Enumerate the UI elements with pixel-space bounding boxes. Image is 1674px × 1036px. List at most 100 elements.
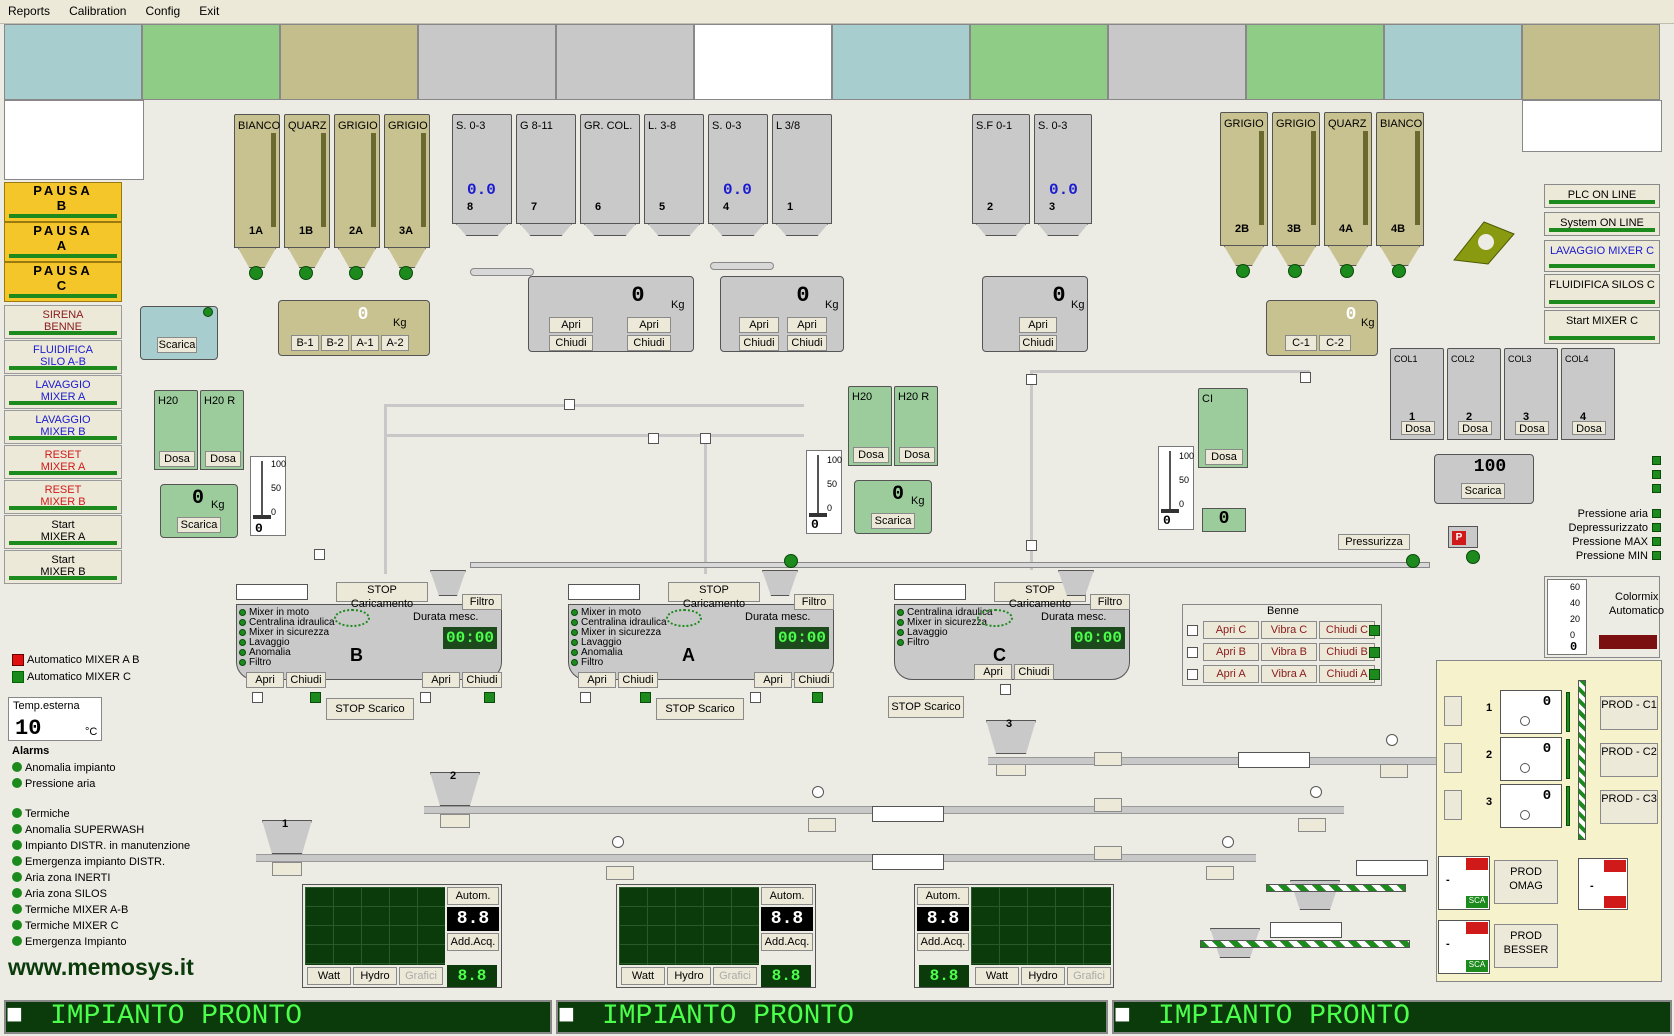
pressurizza-button[interactable]: Pressurizza xyxy=(1338,534,1410,550)
stop-scarico-button[interactable]: STOP Scarico xyxy=(888,696,964,718)
stop-scarico-button[interactable]: STOP Scarico xyxy=(656,698,744,720)
apri-button[interactable]: Apri xyxy=(739,317,779,333)
transfer-up-button[interactable] xyxy=(606,866,634,880)
graph-autom-button[interactable]: Autom. xyxy=(447,887,499,905)
transfer-up-button[interactable] xyxy=(1094,846,1122,860)
graph-addacq-button[interactable]: Add.Acq. xyxy=(447,933,499,951)
dosa-button[interactable]: Dosa xyxy=(205,451,241,467)
dosa-button[interactable]: Dosa xyxy=(1458,421,1492,435)
mixer-recipe-field[interactable] xyxy=(568,584,640,600)
scarica-button[interactable]: Scarica xyxy=(1461,483,1505,499)
menu-exit[interactable]: Exit xyxy=(199,4,220,18)
prod-besser-button[interactable]: PROD BESSER xyxy=(1494,924,1558,968)
weigh-a1-button[interactable]: A-1 xyxy=(351,335,379,351)
benne-chiudi-b-button[interactable]: Chiudi B xyxy=(1319,643,1375,661)
graph-hydro-button[interactable]: Hydro xyxy=(667,967,711,985)
chiudi-button[interactable]: Chiudi xyxy=(286,672,326,688)
stop-caricamento-button[interactable]: STOP Caricamento xyxy=(668,582,760,610)
water-level-slider-mid[interactable]: 100 50 0 0 xyxy=(806,450,842,534)
distribution-field[interactable] xyxy=(1238,752,1310,768)
chiudi-button[interactable]: Chiudi xyxy=(549,335,593,351)
scarica-left-button[interactable]: Scarica xyxy=(157,337,197,353)
distribution-field[interactable] xyxy=(872,806,944,822)
graph-grafici-button[interactable]: Grafici xyxy=(399,967,443,985)
dosa-button[interactable]: Dosa xyxy=(1205,449,1243,465)
transfer-up-button[interactable] xyxy=(1298,818,1326,832)
filtro-button[interactable]: Filtro xyxy=(462,594,502,610)
transfer-up-button[interactable] xyxy=(1094,752,1122,766)
chiudi-button[interactable]: Chiudi xyxy=(1014,664,1054,680)
benne-apri-c-button[interactable]: Apri C xyxy=(1203,621,1259,639)
chiudi-button[interactable]: Chiudi xyxy=(462,672,502,688)
graph-grafici-button[interactable]: Grafici xyxy=(1067,967,1111,985)
chiudi-button[interactable]: Chiudi xyxy=(627,335,671,351)
stop-caricamento-button[interactable]: STOP Caricamento xyxy=(336,582,428,610)
slider-thumb[interactable] xyxy=(809,513,827,517)
prod-c2-button[interactable]: PROD - C2 xyxy=(1600,743,1658,777)
status-4[interactable]: Start MIXER C xyxy=(1544,310,1660,344)
filtro-button[interactable]: Filtro xyxy=(1090,594,1130,610)
dosa-button[interactable]: Dosa xyxy=(1572,421,1606,435)
apri-button[interactable]: Apri xyxy=(974,664,1012,680)
prod-row-arrow-button[interactable] xyxy=(1444,743,1462,773)
mixer-recipe-field[interactable] xyxy=(236,584,308,600)
apri-button[interactable]: Apri xyxy=(578,672,616,688)
benne-chiudi-a-button[interactable]: Chiudi A xyxy=(1319,665,1375,683)
water-level-slider-left[interactable]: 100 50 0 0 xyxy=(250,456,286,536)
menu-calibration[interactable]: Calibration xyxy=(69,4,127,18)
slider-thumb[interactable] xyxy=(253,515,271,519)
transfer-up-button[interactable] xyxy=(1380,764,1408,778)
graph-autom-button[interactable]: Autom. xyxy=(917,887,969,905)
filtro-button[interactable]: Filtro xyxy=(794,594,834,610)
benne-checkbox[interactable] xyxy=(1187,625,1198,636)
ci-level-slider[interactable]: 100 50 0 0 xyxy=(1158,446,1194,530)
apri-button[interactable]: Apri xyxy=(787,317,827,333)
weigh-c1-button[interactable]: C-1 xyxy=(1285,335,1317,351)
graph-hydro-button[interactable]: Hydro xyxy=(1021,967,1065,985)
status-2[interactable]: LAVAGGIO MIXER C xyxy=(1544,240,1660,272)
apri-button[interactable]: Apri xyxy=(549,317,593,333)
benne-apri-a-button[interactable]: Apri A xyxy=(1203,665,1259,683)
apri-button[interactable]: Apri xyxy=(422,672,460,688)
dosa-button[interactable]: Dosa xyxy=(899,447,935,463)
chiudi-button[interactable]: Chiudi xyxy=(618,672,658,688)
dosa-button[interactable]: Dosa xyxy=(1401,421,1435,435)
benne-checkbox[interactable] xyxy=(1187,669,1198,680)
apri-button[interactable]: Apri xyxy=(1019,317,1057,333)
transfer-up-button[interactable] xyxy=(1094,798,1122,812)
menu-reports[interactable]: Reports xyxy=(8,4,51,18)
apri-button[interactable]: Apri xyxy=(246,672,284,688)
skip-up-button[interactable] xyxy=(272,862,302,876)
dosa-button[interactable]: Dosa xyxy=(1515,421,1549,435)
distribution-field[interactable] xyxy=(872,854,944,870)
weigh-c2-button[interactable]: C-2 xyxy=(1319,335,1351,351)
chiudi-button[interactable]: Chiudi xyxy=(787,335,827,351)
status-3[interactable]: FLUIDIFICA SILOS C xyxy=(1544,274,1660,308)
scarica-button[interactable]: Scarica xyxy=(177,517,221,533)
graph-hydro-button[interactable]: Hydro xyxy=(353,967,397,985)
mixer-recipe-field[interactable] xyxy=(894,584,966,600)
prod-row-arrow-button[interactable] xyxy=(1444,790,1462,820)
apri-button[interactable]: Apri xyxy=(627,317,671,333)
benne-apri-b-button[interactable]: Apri B xyxy=(1203,643,1259,661)
graph-autom-button[interactable]: Autom. xyxy=(761,887,813,905)
menu-config[interactable]: Config xyxy=(145,4,181,18)
weigh-a2-button[interactable]: A-2 xyxy=(381,335,409,351)
benne-vibra-a-button[interactable]: Vibra A xyxy=(1261,665,1317,683)
graph-watt-button[interactable]: Watt xyxy=(307,967,351,985)
distribution-field[interactable] xyxy=(1270,922,1342,938)
prod-row-arrow-button[interactable] xyxy=(1444,696,1462,726)
status-0[interactable]: PLC ON LINE xyxy=(1544,184,1660,208)
graph-grafici-button[interactable]: Grafici xyxy=(713,967,757,985)
dosa-button[interactable]: Dosa xyxy=(159,451,195,467)
skip-up-button[interactable] xyxy=(440,814,470,828)
graph-addacq-button[interactable]: Add.Acq. xyxy=(917,933,969,951)
transfer-up-button[interactable] xyxy=(808,818,836,832)
